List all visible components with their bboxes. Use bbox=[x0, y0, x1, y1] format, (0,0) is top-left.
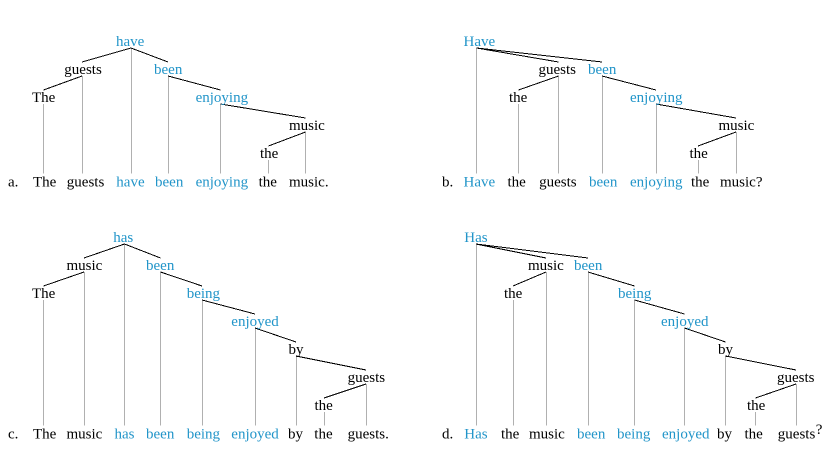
svg-text:been: been bbox=[155, 175, 184, 191]
svg-text:The: The bbox=[33, 427, 57, 443]
svg-text:enjoyed: enjoyed bbox=[231, 427, 279, 443]
svg-text:the: the bbox=[504, 286, 523, 302]
svg-text:music.: music. bbox=[289, 175, 329, 191]
svg-text:has: has bbox=[113, 230, 133, 246]
svg-text:have: have bbox=[116, 34, 145, 50]
svg-text:being: being bbox=[617, 427, 651, 443]
svg-text:the: the bbox=[315, 398, 334, 414]
svg-text:the: the bbox=[747, 398, 766, 414]
svg-text:music: music bbox=[719, 118, 755, 134]
svg-text:Have: Have bbox=[464, 34, 496, 50]
svg-text:been: been bbox=[154, 62, 183, 78]
svg-text:b.: b. bbox=[442, 175, 453, 191]
svg-text:music: music bbox=[67, 427, 103, 443]
svg-text:The: The bbox=[32, 90, 56, 106]
svg-text:d.: d. bbox=[442, 427, 453, 443]
svg-text:been: been bbox=[146, 427, 175, 443]
svg-text:enjoyed: enjoyed bbox=[662, 427, 710, 443]
svg-text:Has: Has bbox=[464, 427, 487, 443]
svg-text:music: music bbox=[67, 258, 103, 274]
svg-text:enjoying: enjoying bbox=[196, 175, 249, 191]
svg-text:by: by bbox=[718, 342, 734, 358]
svg-text:have: have bbox=[116, 175, 145, 191]
svg-text:being: being bbox=[187, 286, 221, 302]
svg-text:being: being bbox=[618, 286, 652, 302]
svg-text:guests.: guests. bbox=[348, 427, 389, 443]
svg-text:guests: guests bbox=[67, 175, 105, 191]
svg-text:Have: Have bbox=[464, 175, 496, 191]
svg-text:the: the bbox=[259, 175, 278, 191]
svg-text:enjoyed: enjoyed bbox=[661, 314, 709, 330]
svg-text:enjoying: enjoying bbox=[196, 90, 249, 106]
svg-text:guests: guests bbox=[348, 370, 386, 386]
svg-text:enjoying: enjoying bbox=[630, 90, 683, 106]
svg-text:a.: a. bbox=[8, 175, 18, 191]
svg-text:music?: music? bbox=[720, 175, 763, 191]
svg-text:by: by bbox=[288, 427, 304, 443]
svg-text:been: been bbox=[146, 258, 175, 274]
svg-text:by: by bbox=[289, 342, 305, 358]
svg-text:the: the bbox=[690, 146, 709, 162]
svg-text:c.: c. bbox=[8, 427, 18, 443]
svg-text:has: has bbox=[115, 427, 135, 443]
svg-text:enjoying: enjoying bbox=[630, 175, 683, 191]
svg-text:the: the bbox=[745, 427, 764, 443]
svg-text:the: the bbox=[314, 427, 333, 443]
svg-text:Has: Has bbox=[464, 230, 487, 246]
svg-text:the: the bbox=[509, 90, 528, 106]
svg-text:the: the bbox=[501, 427, 520, 443]
svg-text:guests: guests bbox=[778, 427, 816, 443]
svg-text:guests: guests bbox=[777, 370, 815, 386]
svg-text:music: music bbox=[529, 427, 565, 443]
svg-text:The: The bbox=[32, 286, 56, 302]
svg-text:been: been bbox=[577, 427, 606, 443]
svg-text:enjoyed: enjoyed bbox=[231, 314, 279, 330]
svg-text:?: ? bbox=[816, 422, 823, 438]
svg-text:music: music bbox=[528, 258, 564, 274]
svg-text:been: been bbox=[574, 258, 603, 274]
svg-text:the: the bbox=[691, 175, 710, 191]
svg-text:been: been bbox=[589, 175, 618, 191]
svg-text:the: the bbox=[508, 175, 527, 191]
svg-text:The: The bbox=[33, 175, 57, 191]
svg-text:by: by bbox=[717, 427, 733, 443]
svg-text:guests: guests bbox=[539, 62, 577, 78]
svg-text:being: being bbox=[187, 427, 221, 443]
svg-text:guests: guests bbox=[64, 62, 102, 78]
svg-text:music: music bbox=[289, 118, 325, 134]
svg-text:guests: guests bbox=[539, 175, 577, 191]
svg-text:the: the bbox=[260, 146, 279, 162]
svg-text:been: been bbox=[588, 62, 617, 78]
